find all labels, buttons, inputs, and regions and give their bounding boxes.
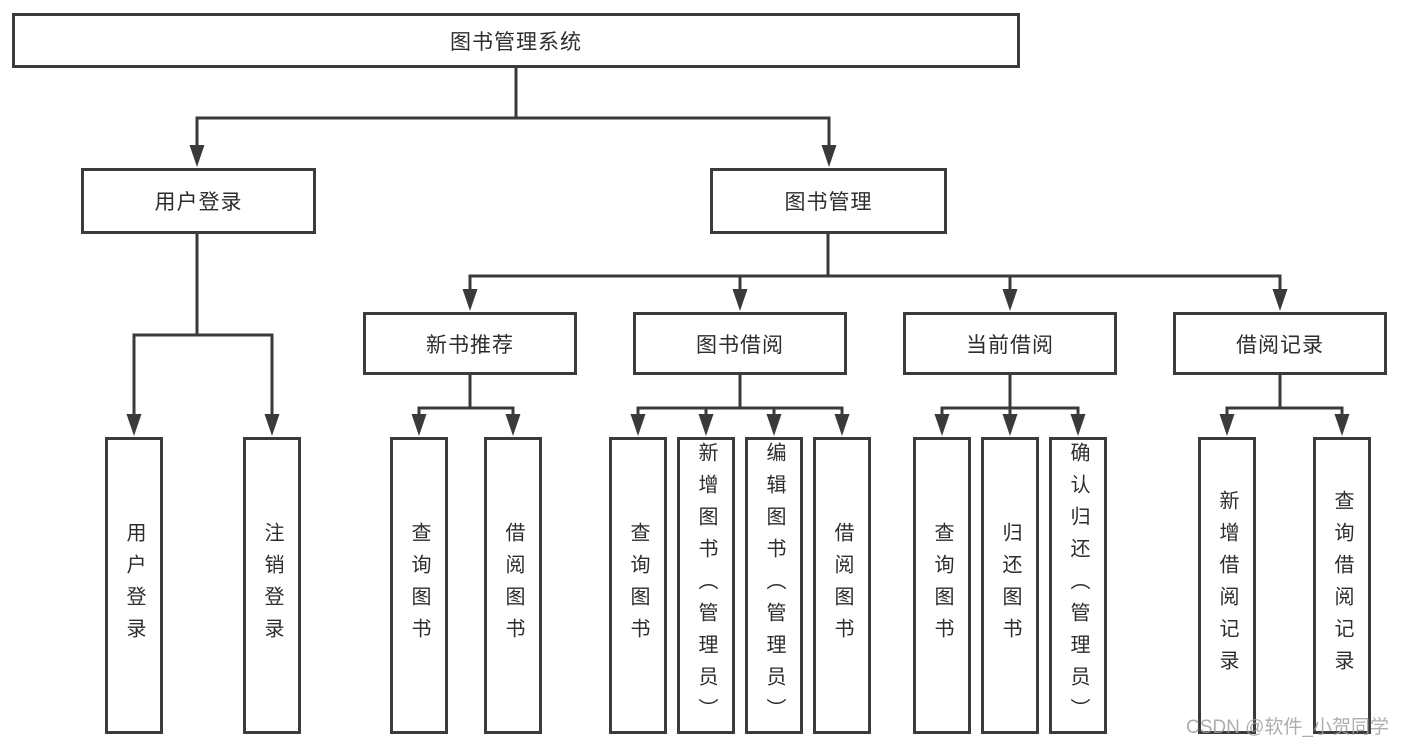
group-box-label: 当前借阅 [966, 333, 1054, 357]
leaf-box-borrow-books: 借阅图书 [484, 437, 542, 734]
leaf-box-confirm-return-admin: 确认归还（管理员） [1049, 437, 1107, 734]
leaf-box-return-books: 归还图书 [981, 437, 1039, 734]
group-box-borrow-records: 借阅记录 [1173, 312, 1387, 375]
leaf-label: 编辑图书（管理员） [763, 441, 785, 730]
csdn-watermark: CSDN @软件_小贺同学 [1186, 717, 1389, 738]
group-box-new-book-recommend: 新书推荐 [363, 312, 577, 375]
leaf-label: 归还图书 [999, 521, 1021, 650]
leaf-box-query-books: 查询图书 [609, 437, 667, 734]
branch-box-label: 图书管理 [784, 191, 873, 214]
root-box-label: 图书管理系统 [450, 30, 582, 54]
group-box-label: 新书推荐 [426, 333, 514, 357]
leaf-label: 确认归还（管理员） [1067, 441, 1089, 730]
leaf-label: 新增图书（管理员） [695, 441, 717, 730]
leaf-label: 查询借阅记录 [1331, 489, 1353, 682]
leaf-label: 注销登录 [261, 521, 283, 650]
leaf-box-add-borrow-record: 新增借阅记录 [1198, 437, 1256, 734]
leaf-label: 查询图书 [627, 521, 649, 650]
root-box-system-title: 图书管理系统 [12, 13, 1020, 68]
leaf-label: 查询图书 [931, 521, 953, 650]
branch-box-book-management: 图书管理 [710, 168, 947, 234]
leaf-box-query-borrow-record: 查询借阅记录 [1313, 437, 1371, 734]
leaf-box-query-books: 查询图书 [913, 437, 971, 734]
leaf-box-user-login: 用户登录 [105, 437, 163, 734]
leaf-box-logout: 注销登录 [243, 437, 301, 734]
leaf-box-query-books: 查询图书 [390, 437, 448, 734]
leaf-box-edit-books-admin: 编辑图书（管理员） [745, 437, 803, 734]
leaf-label: 借阅图书 [831, 521, 853, 650]
leaf-box-borrow-books: 借阅图书 [813, 437, 871, 734]
leaf-label: 查询图书 [408, 521, 430, 650]
group-box-label: 借阅记录 [1236, 333, 1324, 357]
leaf-label: 借阅图书 [502, 521, 524, 650]
branch-box-label: 用户登录 [154, 191, 243, 214]
group-box-current-borrow: 当前借阅 [903, 312, 1117, 375]
group-box-label: 图书借阅 [696, 333, 784, 357]
leaf-label: 用户登录 [123, 521, 145, 650]
leaf-label: 新增借阅记录 [1216, 489, 1238, 682]
branch-box-user-login: 用户登录 [81, 168, 316, 234]
group-box-book-borrow: 图书借阅 [633, 312, 847, 375]
leaf-box-add-books-admin: 新增图书（管理员） [677, 437, 735, 734]
